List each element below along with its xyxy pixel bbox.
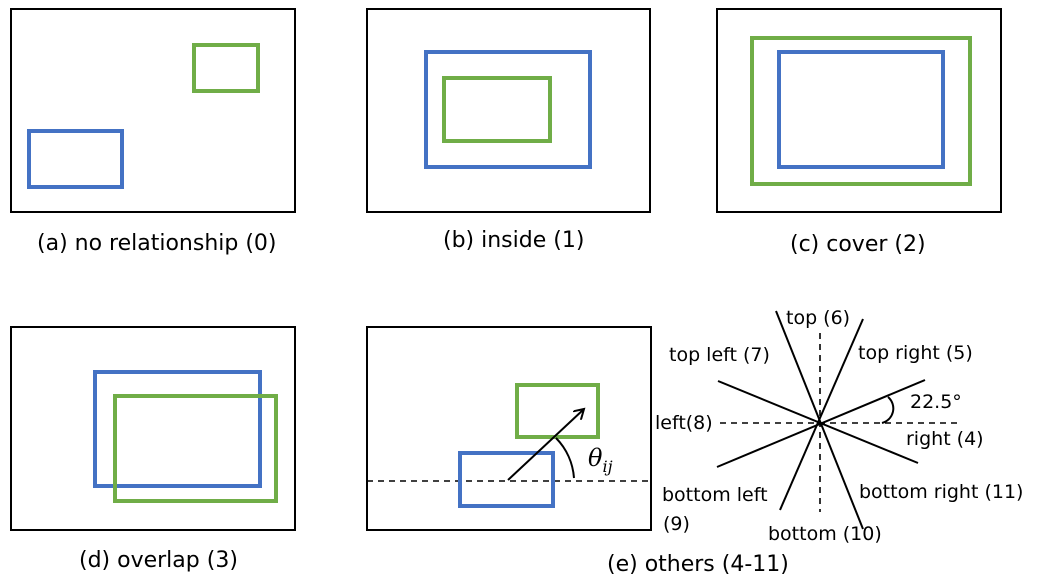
panel-c [716, 8, 1002, 213]
compass-angle-arc [881, 396, 895, 424]
label-top-right: top right (5) [858, 342, 973, 364]
panel-e [366, 326, 652, 531]
panel-a-frame [10, 8, 296, 213]
panel-d [10, 326, 296, 531]
panel-e-direction-arrow [507, 409, 584, 481]
panel-c-green-box [750, 36, 972, 186]
panel-d-frame [10, 326, 296, 531]
panel-e-blue-box [458, 451, 555, 508]
direction-compass [716, 310, 960, 530]
panel-e-green-box [515, 383, 600, 439]
label-bottom: bottom (10) [768, 523, 882, 545]
compass-line-4 [717, 380, 919, 464]
panel-b [366, 8, 651, 213]
panel-e-caption: (e) others (4-11) [607, 552, 789, 577]
panel-c-blue-box [777, 50, 945, 169]
panel-b-caption: (b) inside (1) [443, 228, 585, 253]
compass-line-2 [779, 318, 864, 511]
label-right: right (4) [906, 428, 984, 450]
panel-a-caption: (a) no relationship (0) [37, 231, 277, 256]
panel-e-frame [366, 326, 652, 531]
label-top-left: top left (7) [669, 344, 770, 366]
theta-symbol: θ [588, 444, 603, 472]
label-bottom-left-line1: bottom left [662, 484, 768, 506]
panel-a [10, 8, 296, 213]
label-bottom-left-line2: (9) [663, 513, 690, 535]
label-angle: 22.5° [910, 391, 962, 413]
panel-b-green-box [442, 76, 552, 143]
panel-c-frame [716, 8, 1002, 213]
panel-a-blue-box [27, 129, 124, 189]
theta-subscript: ij [602, 456, 613, 476]
panel-e-angle-arc [555, 437, 575, 479]
panel-a-green-box [192, 43, 260, 93]
panel-d-green-box [113, 394, 278, 503]
label-left: left(8) [655, 412, 713, 434]
panel-c-caption: (c) cover (2) [790, 232, 926, 257]
panel-b-frame [366, 8, 651, 213]
theta-ij-label: θij [588, 446, 613, 475]
panel-d-caption: (d) overlap (3) [79, 548, 238, 573]
label-bottom-right: bottom right (11) [859, 481, 1024, 503]
panel-d-blue-box [93, 370, 262, 488]
panel-b-blue-box [424, 50, 592, 169]
label-top: top (6) [786, 307, 851, 329]
